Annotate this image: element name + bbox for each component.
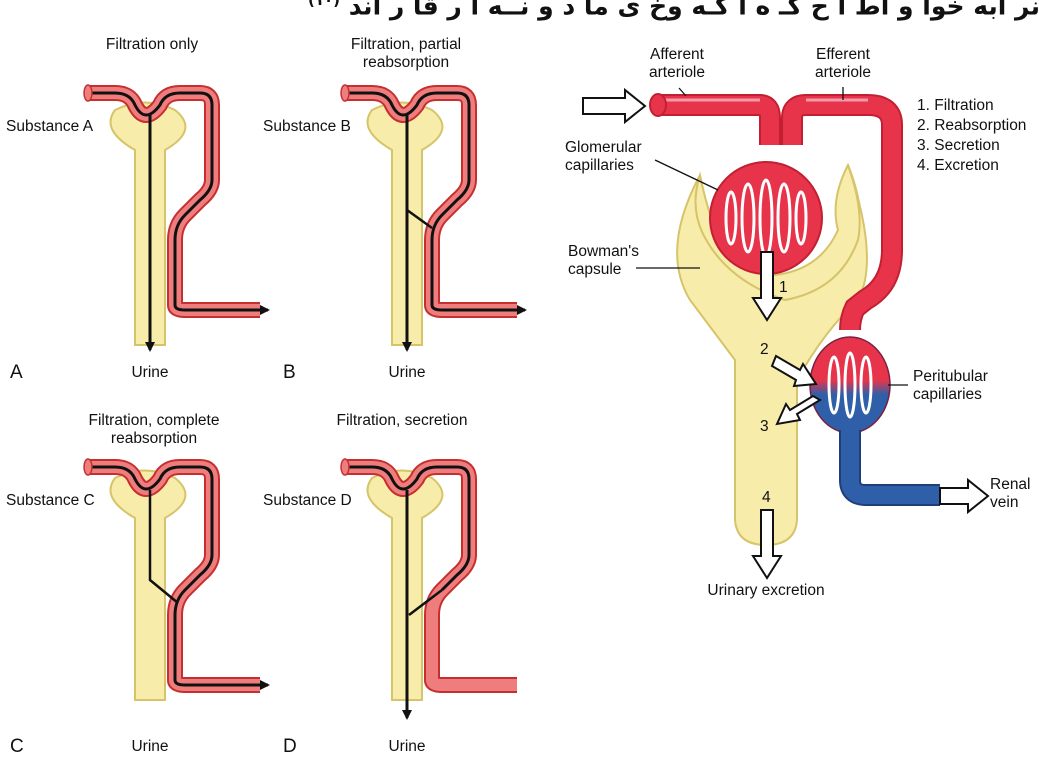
panel-b-output: Urine: [388, 364, 425, 382]
step-excretion: 4. Excretion: [917, 157, 999, 175]
peritubular-capillaries-label: Peritubular capillaries: [913, 368, 988, 404]
step-filtration: 1. Filtration: [917, 97, 994, 115]
step-secretion: 3. Secretion: [917, 137, 1000, 155]
panel-b-title: Filtration, partial reabsorption: [351, 36, 461, 72]
panel-c-letter: C: [10, 736, 24, 758]
panel-d-title: Filtration, secretion: [337, 412, 468, 430]
afferent-arteriole-label: Afferent arteriole: [649, 46, 705, 82]
panel-a: [84, 85, 268, 350]
efferent-arteriole-label: Efferent arteriole: [815, 46, 871, 82]
panel-b-substance: Substance B: [263, 118, 351, 136]
step-marker-3: 3: [760, 418, 769, 436]
peritubular-bed: [810, 337, 890, 433]
panel-a-letter: A: [10, 362, 23, 384]
renal-vein-label: Renal vein: [990, 476, 1031, 512]
bowmans-capsule-label: Bowman's capsule: [568, 243, 639, 279]
step-reabsorption: 2. Reabsorption: [917, 117, 1026, 135]
panel-c: [84, 459, 268, 700]
afferent-inflow-arrow: [583, 90, 645, 122]
panel-d-substance: Substance D: [263, 492, 352, 510]
step-marker-1: 1: [779, 279, 788, 297]
panel-d: [341, 459, 517, 718]
panel-d-letter: D: [283, 736, 297, 758]
panel-a-title: Filtration only: [106, 36, 198, 54]
panel-b-letter: B: [283, 362, 296, 384]
panel-c-title: Filtration, complete reabsorption: [89, 412, 220, 448]
panel-c-output: Urine: [131, 738, 168, 756]
step-marker-4: 4: [762, 489, 771, 507]
step-marker-2: 2: [760, 341, 769, 359]
glomerular-capillaries-label: Glomerular capillaries: [565, 139, 642, 175]
panel-a-substance: Substance A: [6, 118, 93, 136]
panel-a-output: Urine: [131, 364, 168, 382]
urinary-excretion-label: Urinary excretion: [707, 582, 824, 600]
panel-d-output: Urine: [388, 738, 425, 756]
renal-vein-outflow-arrow: [940, 480, 988, 512]
panel-b: [341, 85, 525, 350]
panel-c-substance: Substance C: [6, 492, 95, 510]
